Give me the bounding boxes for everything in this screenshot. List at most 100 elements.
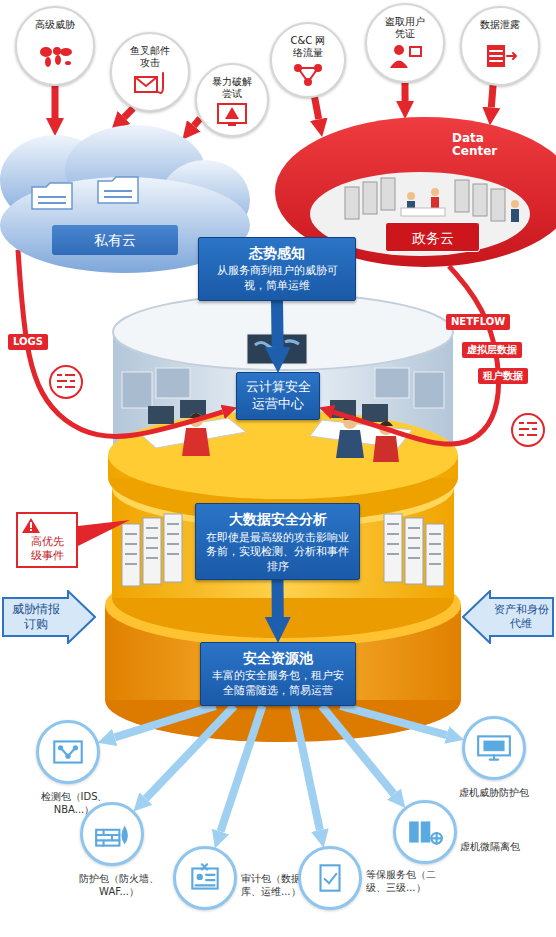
info-box: 大数据安全分析在即使是最高级的攻击影响业务前，实现检测、分析和事件排序: [195, 503, 360, 580]
arrow-shape: [2, 590, 96, 644]
info-box: 云计算安全运营中心: [236, 372, 320, 420]
node-text: 在即使是最高级的攻击影响业务前，实现检测、分析和事件排序: [202, 530, 353, 573]
audit-icon-part: [196, 875, 215, 886]
node-text: 虚机威胁防护包: [449, 786, 539, 799]
mail-icon-part: [158, 73, 163, 93]
connector-arrow: [18, 250, 223, 436]
connector-arrow: [146, 706, 234, 799]
glass-wall-part: [375, 368, 409, 398]
node-text: 防护包（防火墙、WAF...）: [74, 872, 164, 898]
node-text: 从服务商到租户的威胁可视，简单运维: [206, 264, 348, 294]
fire-icon-part: [122, 826, 128, 845]
connector-arrow: [294, 706, 320, 830]
cloud-shape-part: [511, 209, 519, 222]
node-text: 安全资源池: [208, 649, 348, 667]
alert-pointer-part: [78, 520, 130, 546]
package-icon: [93, 819, 131, 849]
map-icon-part: [60, 48, 72, 56]
detect-icon-part: [61, 748, 76, 756]
threat-icon: [37, 42, 73, 70]
data-badge-part: [57, 375, 75, 387]
mail-icon: [135, 73, 163, 93]
package-icon: [49, 737, 87, 767]
arrow-callout: 资产和身份代维: [462, 590, 554, 644]
service-package: 虚机威胁防护包: [449, 716, 539, 820]
cloud-shape-part: [38, 197, 66, 203]
glass-wall-part: [122, 372, 152, 408]
fire-icon-part: [96, 830, 119, 846]
cc-icon: [294, 64, 322, 86]
map-icon-part: [45, 57, 51, 67]
operators-part: [182, 428, 210, 456]
connector-arrow: [271, 301, 284, 347]
edge-label: LOGS: [8, 334, 48, 350]
micro-icon: [409, 821, 442, 843]
arrow-shape-part: [3, 591, 95, 643]
comp-icon: [321, 865, 340, 890]
threat-icon: [214, 101, 250, 129]
connector-arrow: [491, 85, 493, 107]
threat-icon: [132, 70, 168, 98]
data-badge-part: [519, 423, 537, 435]
cloud-shape-part: [98, 177, 138, 203]
threat-circle: 数据泄露: [460, 6, 540, 86]
service-package: 审计包（数据库、运维...）: [173, 846, 311, 910]
node-text: 等保服务包（二级、三级...）: [366, 868, 442, 894]
operators-part: [373, 436, 399, 462]
glass-wall-part: [156, 368, 190, 398]
audit-icon-part: [197, 874, 203, 880]
brute-icon-part: [218, 104, 246, 123]
cloud-shape-part: [363, 182, 377, 214]
map-icon: [40, 47, 72, 67]
node-text: 资产和身份代维: [492, 603, 550, 631]
connector-arrow: [52, 86, 59, 118]
node-text: 态势感知: [206, 244, 348, 262]
detect-icon-part: [54, 741, 81, 762]
node-text: C&C 网络流量: [286, 35, 330, 59]
micro-icon-part: [431, 833, 442, 844]
annotation-label: 虚拟层数据: [462, 342, 522, 358]
leak-icon-part: [490, 51, 502, 61]
data-badge-part: [512, 414, 544, 446]
package-circle: [298, 846, 362, 910]
detect-icon: [54, 741, 81, 762]
leak-icon: [487, 45, 516, 67]
vm-icon-part: [483, 741, 504, 752]
threat-circle: C&C 网络流量: [270, 22, 346, 98]
package-circle: [80, 802, 144, 866]
data-badge-part: [50, 366, 82, 398]
node-text: 政务云: [385, 222, 480, 252]
map-icon-part: [55, 55, 61, 65]
arrow-callout: 威胁情报订购: [2, 590, 96, 644]
package-icon: [311, 863, 349, 893]
cloud-shape-part: [511, 200, 519, 208]
map-icon-part: [40, 47, 52, 57]
micro-icon-part: [409, 821, 419, 842]
cloud-shape-part: [455, 180, 469, 212]
node-text: 盗取用户凭证: [383, 16, 427, 40]
leak-icon-part: [487, 45, 505, 67]
node-text: 云计算安全运营中心: [244, 379, 312, 413]
warning-icon-part: [30, 522, 32, 528]
cloud-shape-part: [407, 192, 415, 200]
connector-arrow: [124, 108, 133, 117]
threat-circle: 盗取用户凭证: [365, 3, 445, 83]
connector-arrow: [194, 119, 200, 126]
node-text: 数据泄露: [478, 19, 522, 31]
cloud-shape-part: [32, 183, 72, 209]
glass-wall-part: [414, 372, 444, 408]
thief-icon-part: [390, 61, 408, 69]
threat-icon: [482, 42, 518, 70]
audit-icon: [192, 864, 217, 888]
connector-arrow: [402, 83, 409, 101]
threat-icon: [387, 41, 423, 69]
arrow-shape: [462, 590, 554, 644]
brute-icon-part: [228, 123, 236, 126]
package-icon: [406, 817, 444, 847]
micro-icon-part: [431, 833, 442, 844]
cloud-shape-part: [401, 208, 445, 216]
edge-label: NETFLOW: [446, 314, 510, 330]
node-text: 高优先级事件: [29, 535, 65, 563]
node-text: 虚机微隔离包: [460, 840, 550, 853]
